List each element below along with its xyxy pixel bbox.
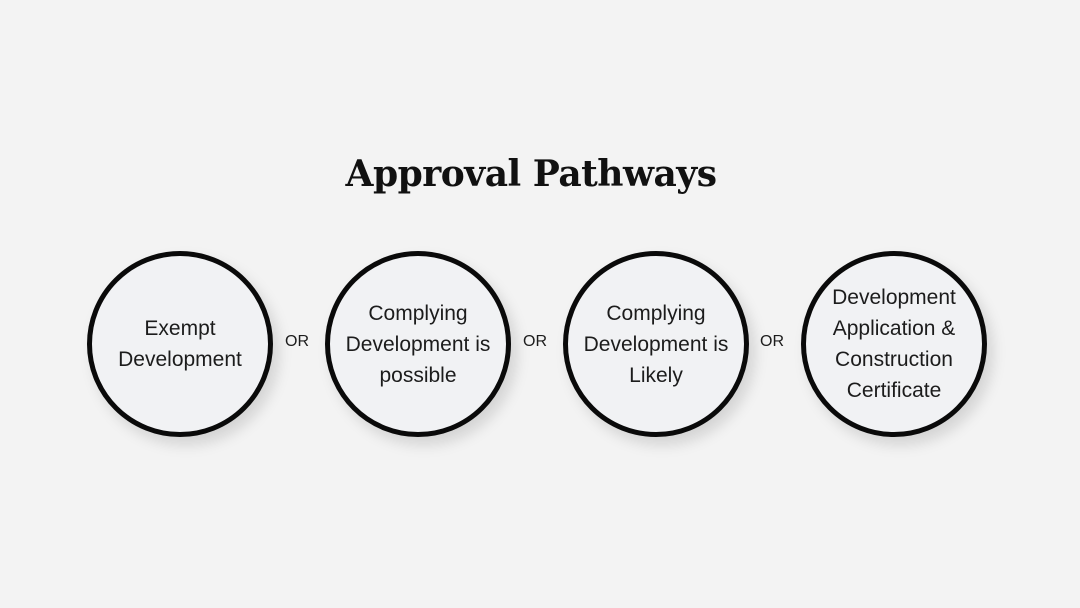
pathway-label: Complying Development is possible [345, 301, 491, 387]
pathway-circle-development-application: Development Application & Construction C… [801, 251, 987, 437]
pathway-label: Complying Development is Likely [583, 301, 729, 387]
pathway-circle-complying-possible: Complying Development is possible [325, 251, 511, 437]
diagram-title: Approval Pathways [345, 153, 717, 195]
pathway-label: Exempt Development [118, 317, 242, 371]
pathway-label: Development Application & Construction C… [832, 286, 956, 402]
or-connector: OR [760, 333, 784, 350]
pathway-circle-exempt-development: Exempt Development [87, 251, 273, 437]
or-connector: OR [285, 333, 309, 350]
pathway-circle-complying-likely: Complying Development is Likely [563, 251, 749, 437]
or-connector: OR [523, 333, 547, 350]
